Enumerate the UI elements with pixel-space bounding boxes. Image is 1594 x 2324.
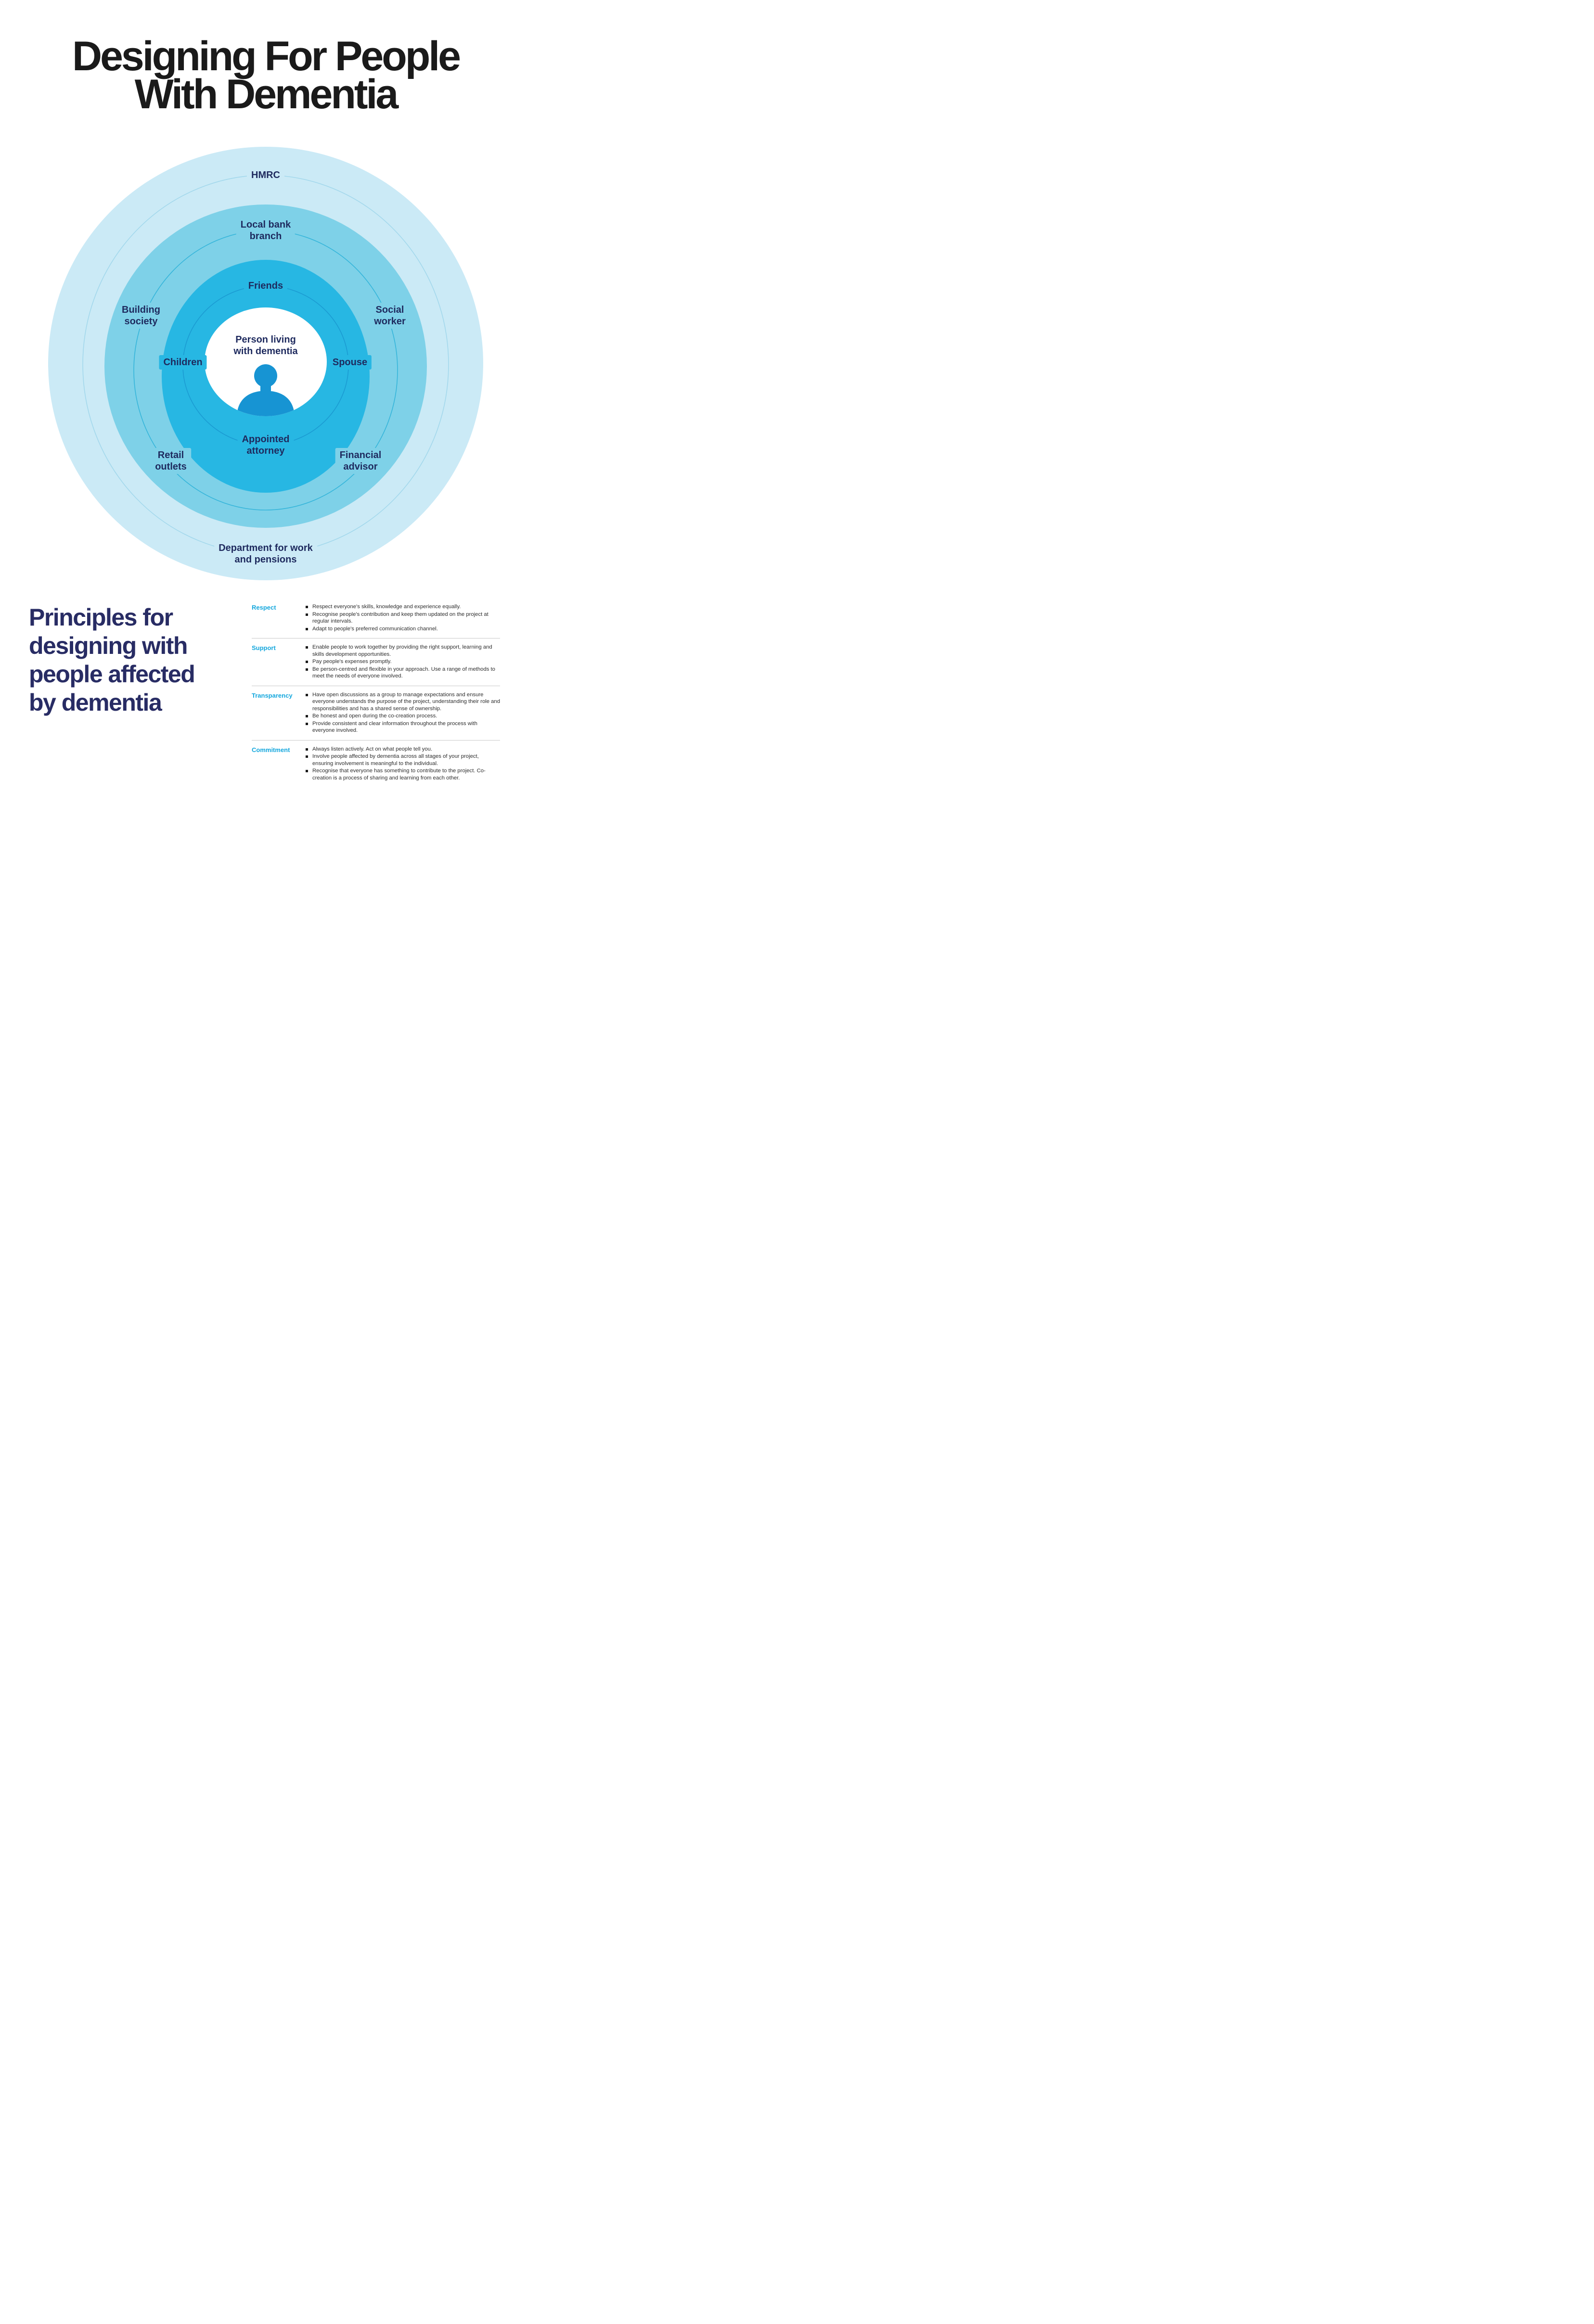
bullet-item: Always listen actively. Act on what peop… — [306, 746, 500, 753]
square-bullet-icon — [306, 755, 308, 758]
principles-heading: Principles for designing with people aff… — [29, 604, 195, 716]
square-bullet-icon — [306, 606, 308, 608]
bullet-item: Recognise people's contribution and keep… — [306, 611, 500, 625]
label-retail-outlets: Retail outlets — [151, 448, 191, 474]
square-bullet-icon — [306, 722, 308, 725]
principle-support: Support Enable people to work together b… — [252, 638, 500, 686]
label-financial-advisor: Financial advisor — [335, 448, 386, 474]
bullet-item: Respect everyone's skills, knowledge and… — [306, 603, 500, 611]
principle-commitment: Commitment Always listen actively. Act o… — [252, 740, 500, 788]
square-bullet-icon — [306, 693, 308, 696]
bullet-item: Recognise that everyone has something to… — [306, 767, 500, 781]
square-bullet-icon — [306, 668, 308, 671]
square-bullet-icon — [306, 627, 308, 630]
square-bullet-icon — [306, 646, 308, 649]
bullet-item: Involve people affected by dementia acro… — [306, 753, 500, 767]
poster-page: Designing For People With Dementia HMRC … — [0, 0, 531, 781]
label-hmrc: HMRC — [247, 168, 284, 182]
principle-label-commitment: Commitment — [252, 746, 290, 753]
principle-label-respect: Respect — [252, 604, 276, 611]
label-person-living-with-dementia: Person living with dementia — [229, 332, 302, 358]
person-silhouette-icon — [237, 364, 295, 416]
principles-list: Respect Respect everyone's skills, knowl… — [252, 598, 500, 787]
label-social-worker: Social worker — [370, 303, 410, 329]
bullet-item: Be person-centred and flexible in your a… — [306, 666, 500, 680]
bullet-item: Be honest and open during the co-creatio… — [306, 713, 500, 720]
label-spouse: Spouse — [328, 355, 372, 370]
bullet-item: Pay people's expenses promptly. — [306, 658, 500, 665]
label-building-society: Building society — [117, 303, 165, 329]
support-network-diagram — [48, 147, 483, 580]
principle-respect: Respect Respect everyone's skills, knowl… — [252, 598, 500, 638]
square-bullet-icon — [306, 613, 308, 616]
page-title-line1: Designing For People — [72, 33, 461, 79]
label-local-bank-branch: Local bank branch — [236, 217, 296, 243]
principle-label-support: Support — [252, 644, 276, 651]
square-bullet-icon — [306, 770, 308, 772]
label-department-work-pensions: Department for work and pensions — [214, 541, 317, 567]
square-bullet-icon — [306, 748, 308, 751]
square-bullet-icon — [306, 715, 308, 717]
bullet-item: Provide consistent and clear information… — [306, 720, 500, 734]
page-title: Designing For People With Dementia — [0, 33, 531, 117]
label-children: Children — [159, 355, 207, 370]
bullet-item: Have open discussions as a group to mana… — [306, 691, 500, 713]
bullet-item: Adapt to people's preferred communicatio… — [306, 626, 500, 633]
page-title-line2: With Dementia — [134, 71, 399, 117]
bullet-item: Enable people to work together by provid… — [306, 644, 500, 658]
principle-label-transparency: Transparency — [252, 691, 293, 699]
label-friends: Friends — [244, 279, 288, 293]
principle-transparency: Transparency Have open discussions as a … — [252, 685, 500, 740]
square-bullet-icon — [306, 661, 308, 663]
label-appointed-attorney: Appointed attorney — [237, 432, 294, 458]
